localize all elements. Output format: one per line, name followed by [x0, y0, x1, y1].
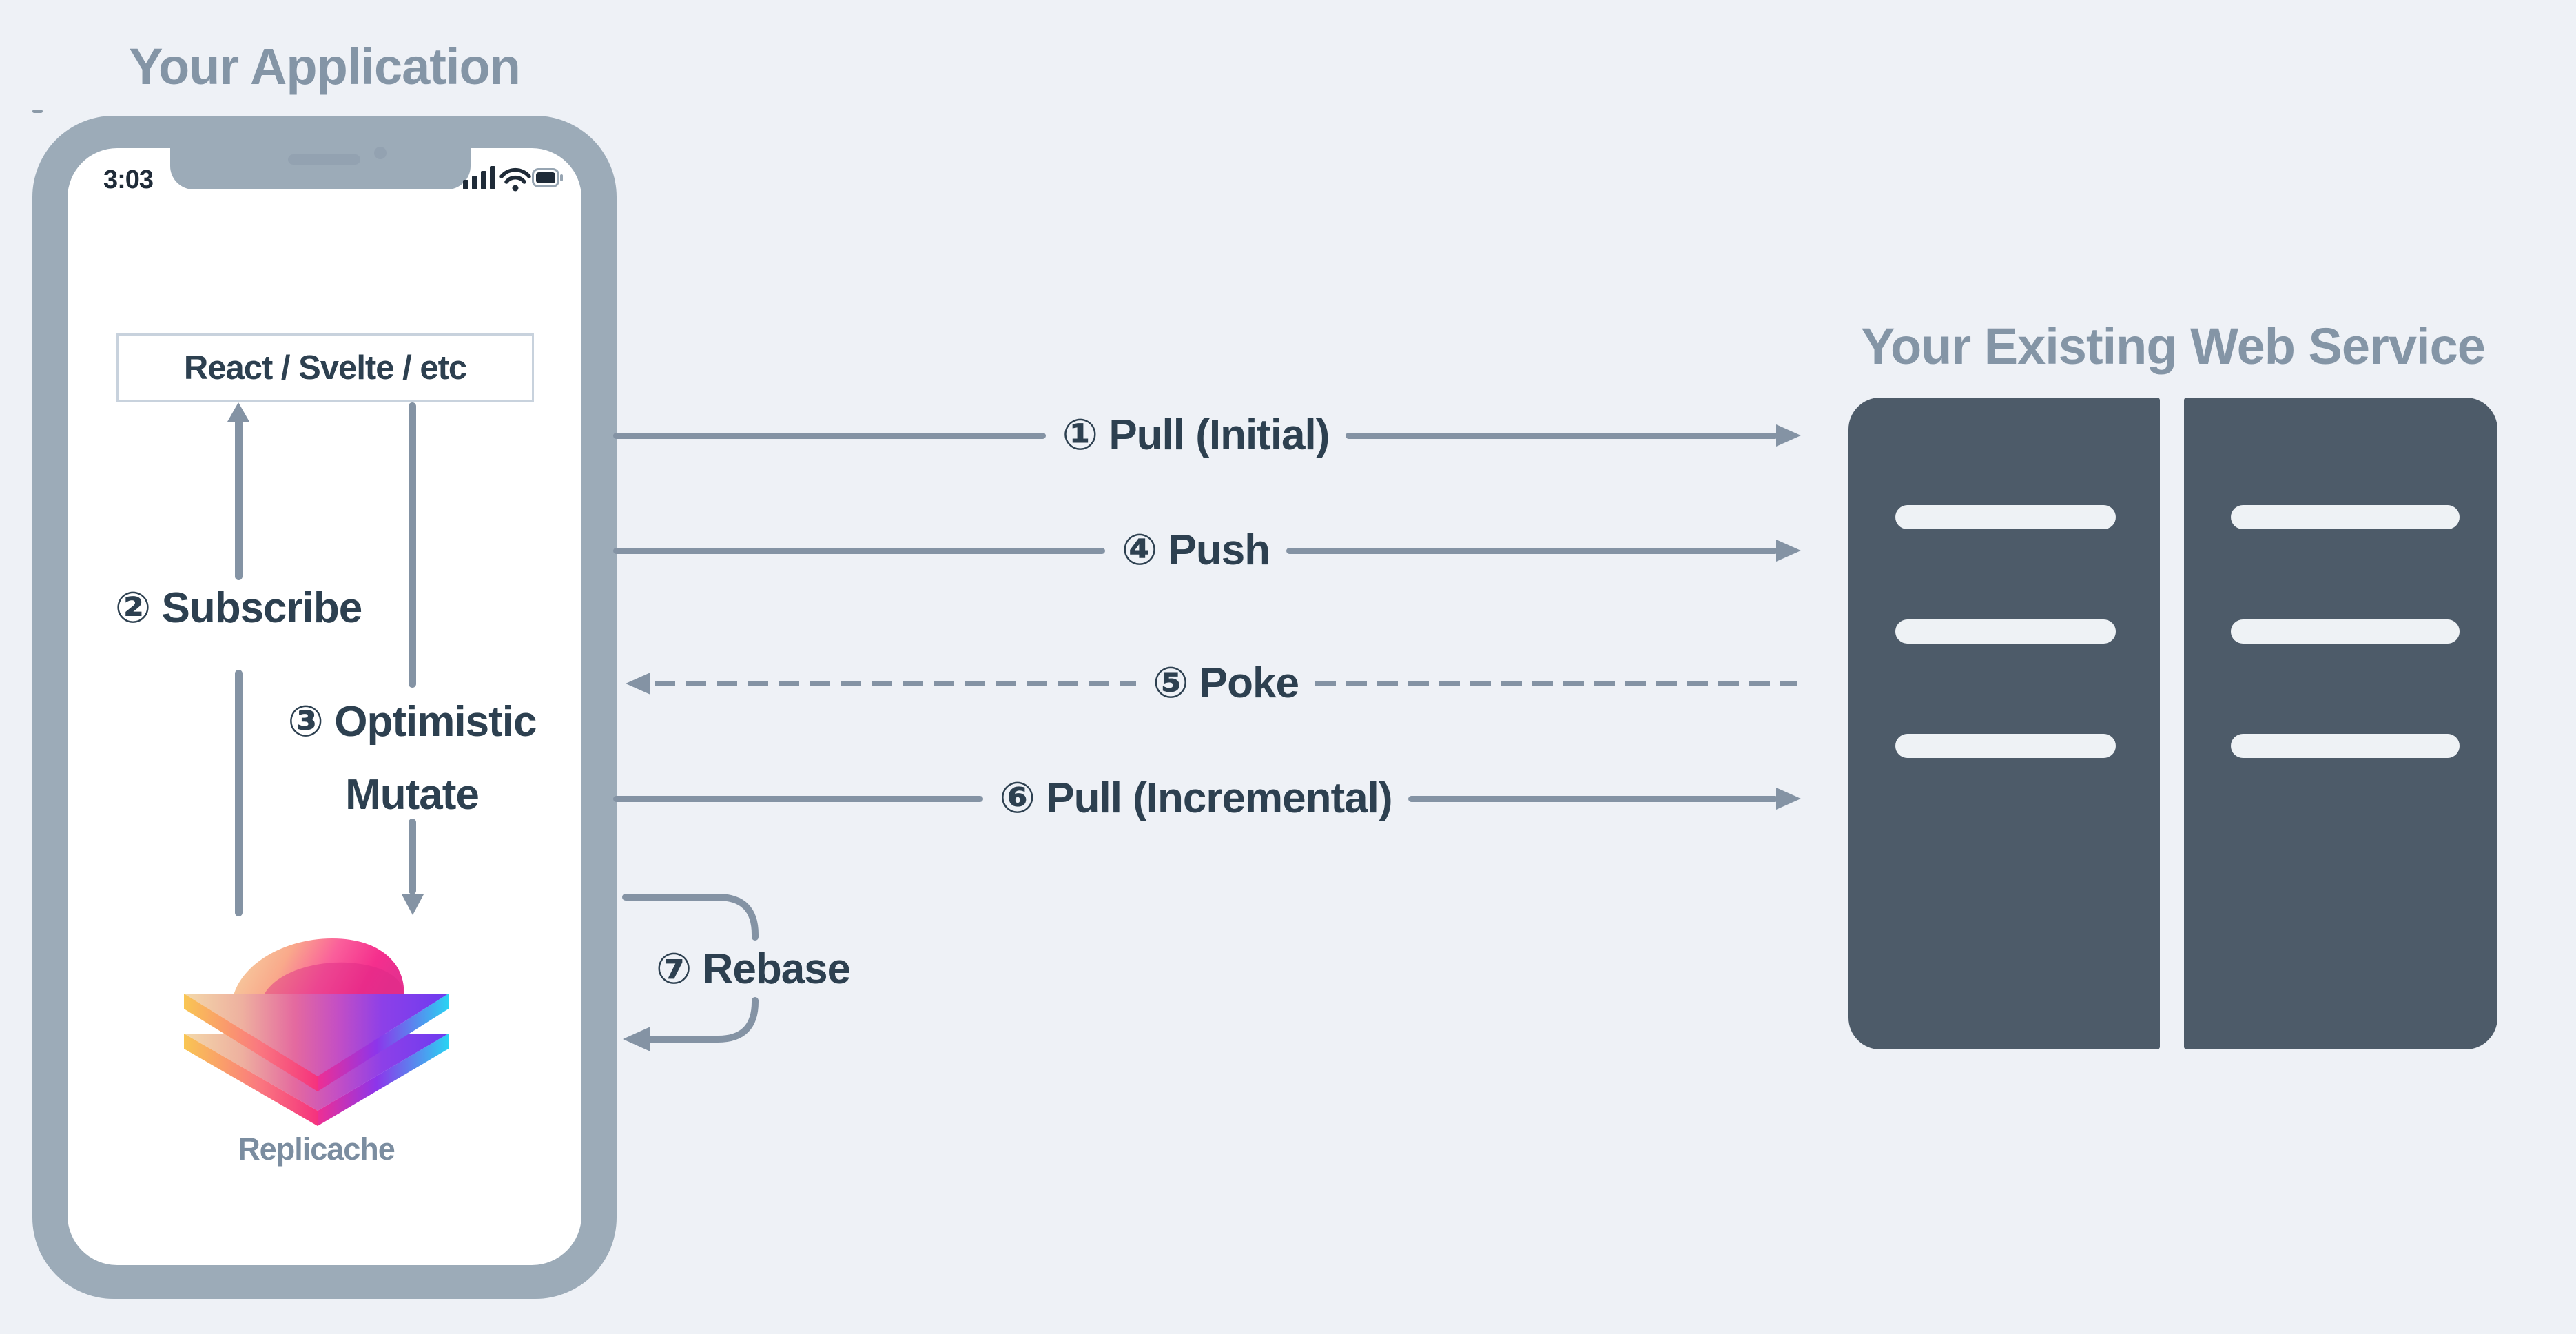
application-title: Your Application: [129, 38, 521, 95]
mutate-arrow-line: [409, 402, 416, 688]
server-slot: [2231, 734, 2460, 758]
status-icons: [463, 166, 563, 192]
flow-line: [1408, 795, 1779, 802]
server-slot: [1895, 505, 2116, 529]
subscribe-label: ② Subscribe: [114, 584, 363, 632]
replicache-label: Replicache: [238, 1131, 395, 1167]
arrowhead-right-icon: [1776, 424, 1802, 447]
flow-line: [1286, 547, 1778, 554]
subscribe-arrowhead-icon: [227, 402, 249, 422]
server-slot: [1895, 734, 2116, 758]
status-time: 3:03: [103, 165, 154, 194]
flow-line-dashed: [1315, 681, 1797, 686]
wifi-icon: [499, 167, 531, 192]
camera-dot-icon: [374, 147, 387, 159]
mutate-label-line2: Mutate: [345, 771, 480, 819]
subscribe-arrow-line: [235, 670, 243, 916]
flow-label: ① Pull (Initial): [1062, 411, 1330, 459]
signal-icon: [463, 166, 495, 189]
server-tower-right: [2184, 398, 2497, 1049]
web-service-title: Your Existing Web Service: [1861, 318, 2486, 375]
subscribe-arrow-line: [235, 419, 243, 580]
mutate-label-line1: ③ Optimistic: [287, 698, 537, 746]
flow-pull-incremental: ⑥ Pull (Incremental): [613, 756, 1802, 841]
speaker-grille-icon: [288, 154, 360, 165]
flow-label: ⑥ Pull (Incremental): [999, 774, 1393, 822]
replicache-logo: [184, 938, 449, 1126]
server-tower-left: [1848, 398, 2160, 1049]
arrowhead-left-icon: [626, 673, 650, 695]
server-slot: [2231, 505, 2460, 529]
flow-label: ⑤ Poke: [1153, 659, 1299, 707]
arrowhead-right-icon: [1776, 788, 1802, 810]
arrowhead-right-icon: [1776, 540, 1801, 562]
mutate-label: ③ Optimistic Mutate: [274, 686, 550, 832]
flow-line: [613, 432, 1046, 439]
mutate-arrowhead-icon: [402, 894, 424, 915]
server-slot: [1895, 619, 2116, 644]
rebase-label: ⑦ Rebase: [655, 945, 851, 993]
framework-box: React / Svelte / etc: [116, 334, 534, 402]
flow-pull-initial: ① Pull (Initial): [613, 393, 1802, 478]
flow-poke: ⑤ Poke: [626, 641, 1797, 726]
battery-icon: [532, 168, 563, 187]
flow-line: [613, 547, 1105, 554]
flow-push: ④ Push: [613, 508, 1801, 593]
stray-dash: [32, 110, 43, 113]
flow-line-dashed: [655, 681, 1137, 686]
mutate-arrow-line: [409, 819, 416, 894]
phone-notch: [170, 116, 471, 189]
flow-label: ④ Push: [1121, 526, 1270, 574]
rebase-loop-arrow: [622, 894, 759, 1051]
server-slot: [2231, 619, 2460, 644]
flow-line: [613, 795, 983, 802]
flow-line: [1346, 432, 1779, 439]
